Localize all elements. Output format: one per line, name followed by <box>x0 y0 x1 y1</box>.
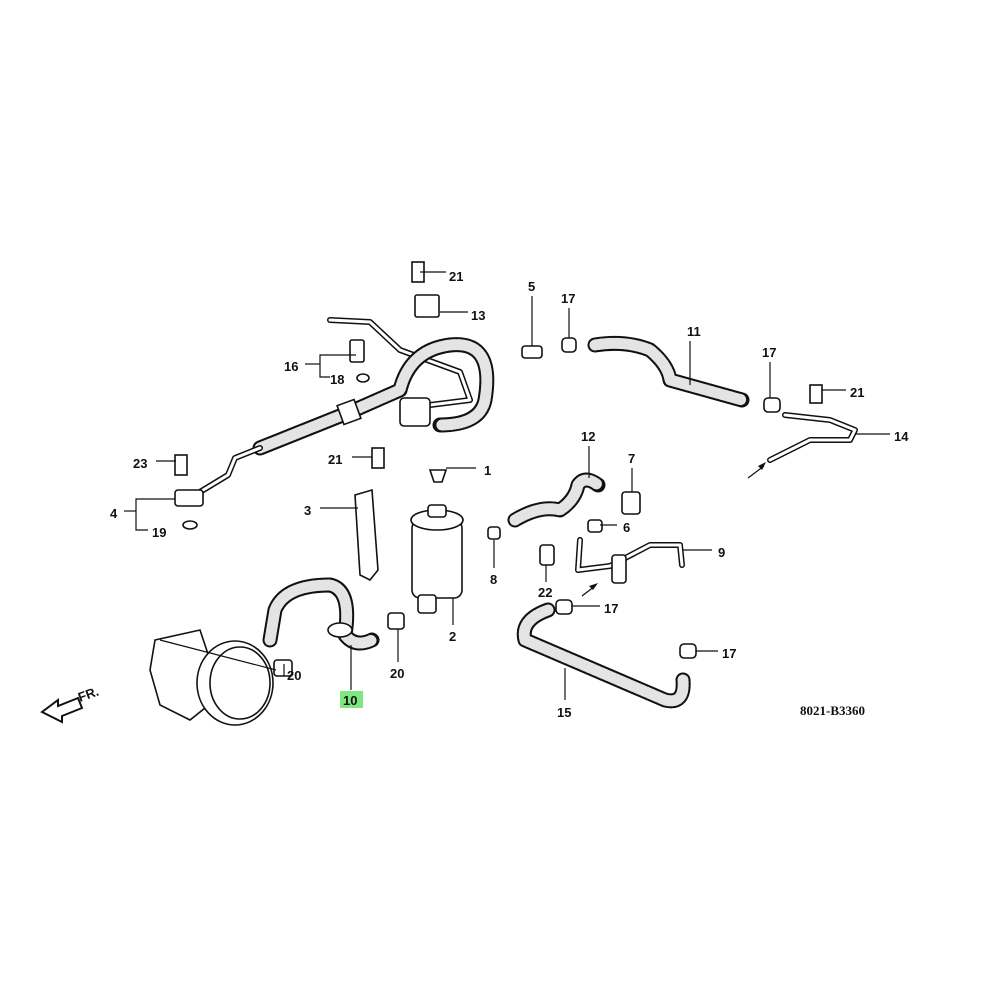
callout: 23 <box>133 456 147 471</box>
callout: 15 <box>557 705 571 720</box>
reservoir-2 <box>410 469 464 614</box>
callout: 17 <box>604 601 618 616</box>
callout: 7 <box>628 451 635 466</box>
callout: 21 <box>449 269 463 284</box>
callout: 17 <box>561 291 575 306</box>
callout: 12 <box>581 429 595 444</box>
front-label: FR. <box>76 684 101 705</box>
direction-arrows <box>581 462 766 597</box>
bracket-3 <box>354 488 379 582</box>
leader-lines <box>124 271 890 700</box>
callout: 1 <box>484 463 491 478</box>
callout: 22 <box>538 585 552 600</box>
callout: 2 <box>449 629 456 644</box>
callout: 20 <box>287 668 301 683</box>
callout: 8 <box>490 572 497 587</box>
callout: 17 <box>762 345 776 360</box>
callout: 18 <box>330 372 344 387</box>
callout: 5 <box>528 279 535 294</box>
callout: 11 <box>687 324 701 339</box>
callout: 13 <box>471 308 485 323</box>
callout-labels: 21 13 5 17 11 17 21 14 16 18 23 21 1 12 … <box>110 269 909 720</box>
callout: 3 <box>304 503 311 518</box>
callout: 17 <box>722 646 736 661</box>
highlight-10 <box>340 691 363 708</box>
callout: 14 <box>894 429 909 444</box>
diagram-code: 8021-B3360 <box>800 703 865 718</box>
callout: 21 <box>328 452 342 467</box>
callout: 19 <box>152 525 166 540</box>
callout: 20 <box>390 666 404 681</box>
high-pressure-hose-16 <box>174 261 495 530</box>
front-arrow: FR. <box>40 684 101 724</box>
clamps <box>487 337 823 659</box>
callout: 16 <box>284 359 298 374</box>
callout: 6 <box>623 520 630 535</box>
callout: 9 <box>718 545 725 560</box>
power-steering-pump <box>149 629 274 726</box>
callout: 4 <box>110 506 118 521</box>
callout-highlighted: 10 <box>343 693 357 708</box>
callout: 21 <box>850 385 864 400</box>
